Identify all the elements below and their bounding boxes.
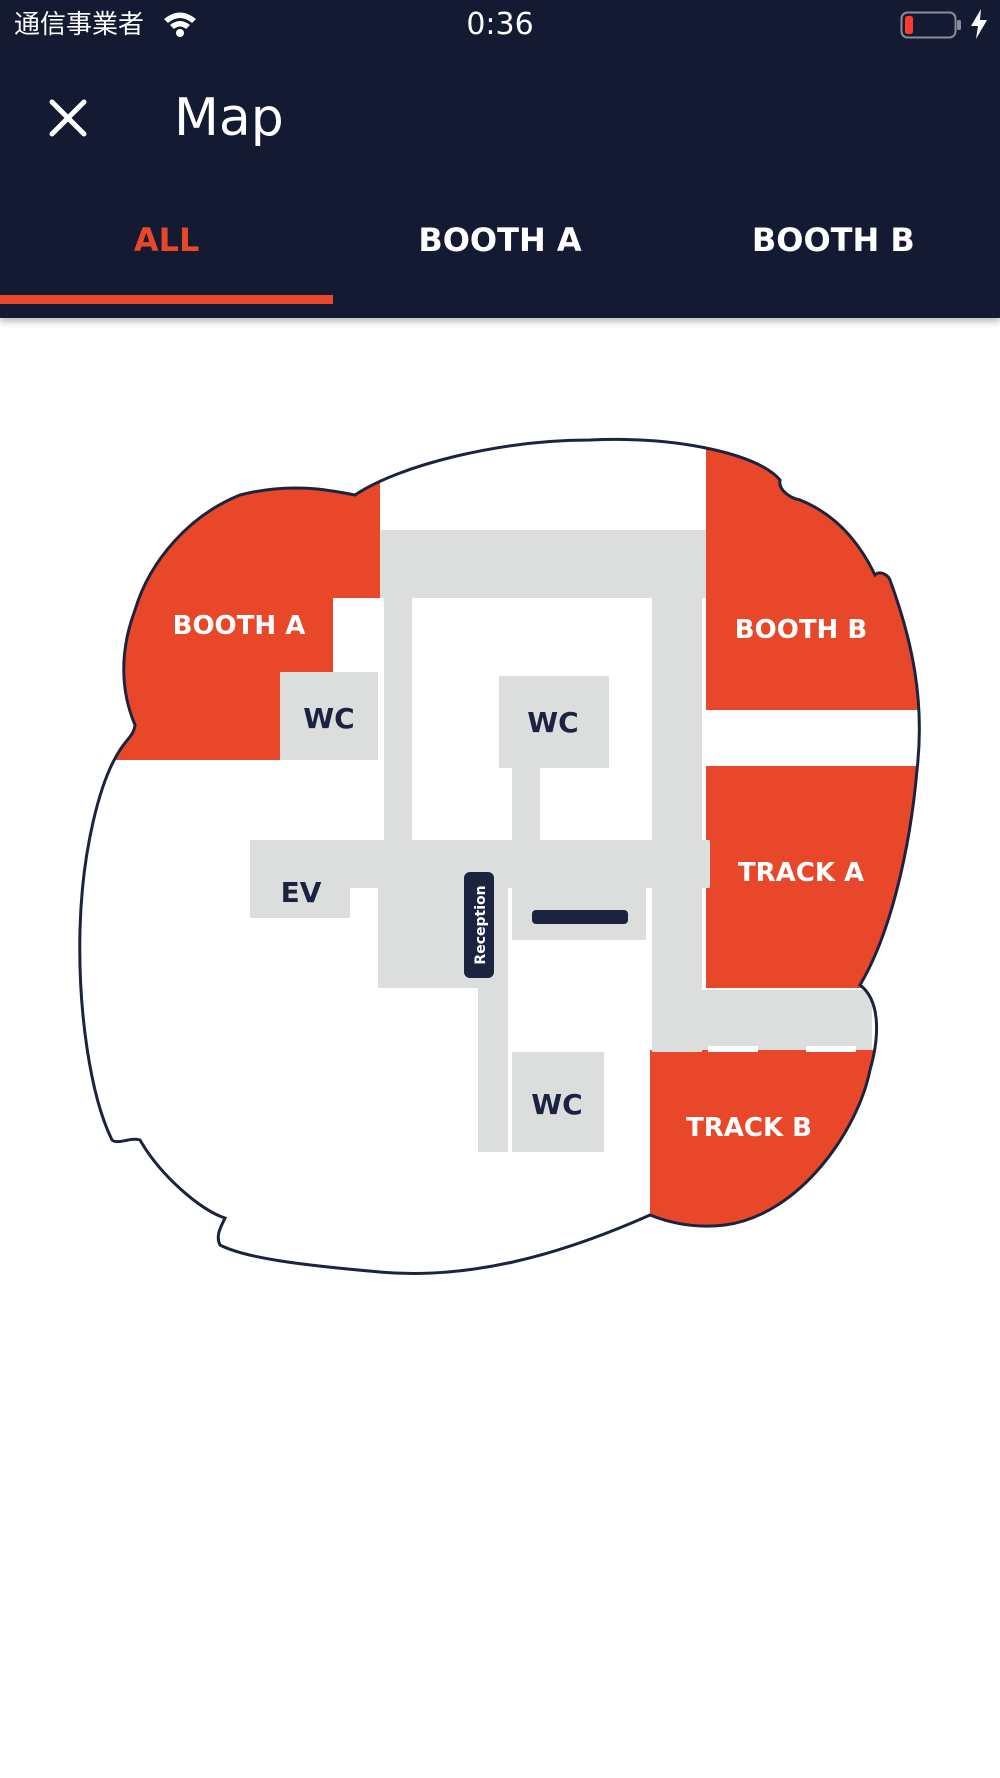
venue-outline — [78, 438, 921, 1275]
wc-bottom-label: WC — [531, 1088, 582, 1121]
booth-b-label: BOOTH B — [735, 615, 867, 645]
tab-booth-b-label: BOOTH B — [751, 221, 915, 259]
close-button[interactable] — [40, 90, 96, 146]
tab-all[interactable]: ALL — [0, 200, 334, 318]
track-b-area[interactable] — [650, 1050, 940, 1290]
floor-map-svg: BOOTH A BOOTH B TRACK A TRACK B WC WC WC… — [78, 438, 940, 1290]
reception-label: Reception — [473, 885, 489, 964]
wifi-icon — [164, 12, 196, 37]
wc-left-label: WC — [303, 702, 354, 735]
booth-a-label: BOOTH A — [173, 611, 306, 641]
charging-bolt-icon — [971, 9, 987, 39]
ev-room — [250, 840, 350, 918]
reception-badge — [464, 872, 494, 978]
close-icon — [49, 99, 87, 137]
wc-bottom-room — [512, 1052, 604, 1152]
status-time: 0:36 — [466, 7, 534, 42]
status-bar: 通信事業者 0:36 — [0, 0, 1000, 50]
wc-center-room — [499, 676, 609, 768]
wc-left-room — [280, 672, 378, 760]
tab-bar: ALL BOOTH A BOOTH B — [0, 200, 1000, 318]
tab-booth-a[interactable]: BOOTH A — [333, 200, 666, 318]
battery-low-icon — [900, 11, 961, 39]
floor-map: BOOTH A BOOTH B TRACK A TRACK B WC WC WC… — [0, 318, 1000, 1778]
track-b-label: TRACK B — [686, 1113, 812, 1143]
corridors — [250, 530, 872, 1152]
app-header: 通信事業者 0:36 Map ALL BOOTH A BOOTH B — [0, 0, 1000, 318]
reception-desk — [532, 910, 628, 924]
tab-booth-a-label: BOOTH A — [418, 221, 582, 259]
booth-b-area[interactable] — [706, 440, 936, 710]
page-title: Map — [174, 88, 284, 148]
wc-center-label: WC — [527, 706, 578, 739]
tab-all-label: ALL — [133, 221, 200, 259]
carrier-name: 通信事業者 — [14, 10, 145, 40]
track-a-label: TRACK A — [738, 858, 864, 888]
tab-booth-b[interactable]: BOOTH B — [667, 200, 1000, 318]
ev-label: EV — [281, 876, 322, 909]
